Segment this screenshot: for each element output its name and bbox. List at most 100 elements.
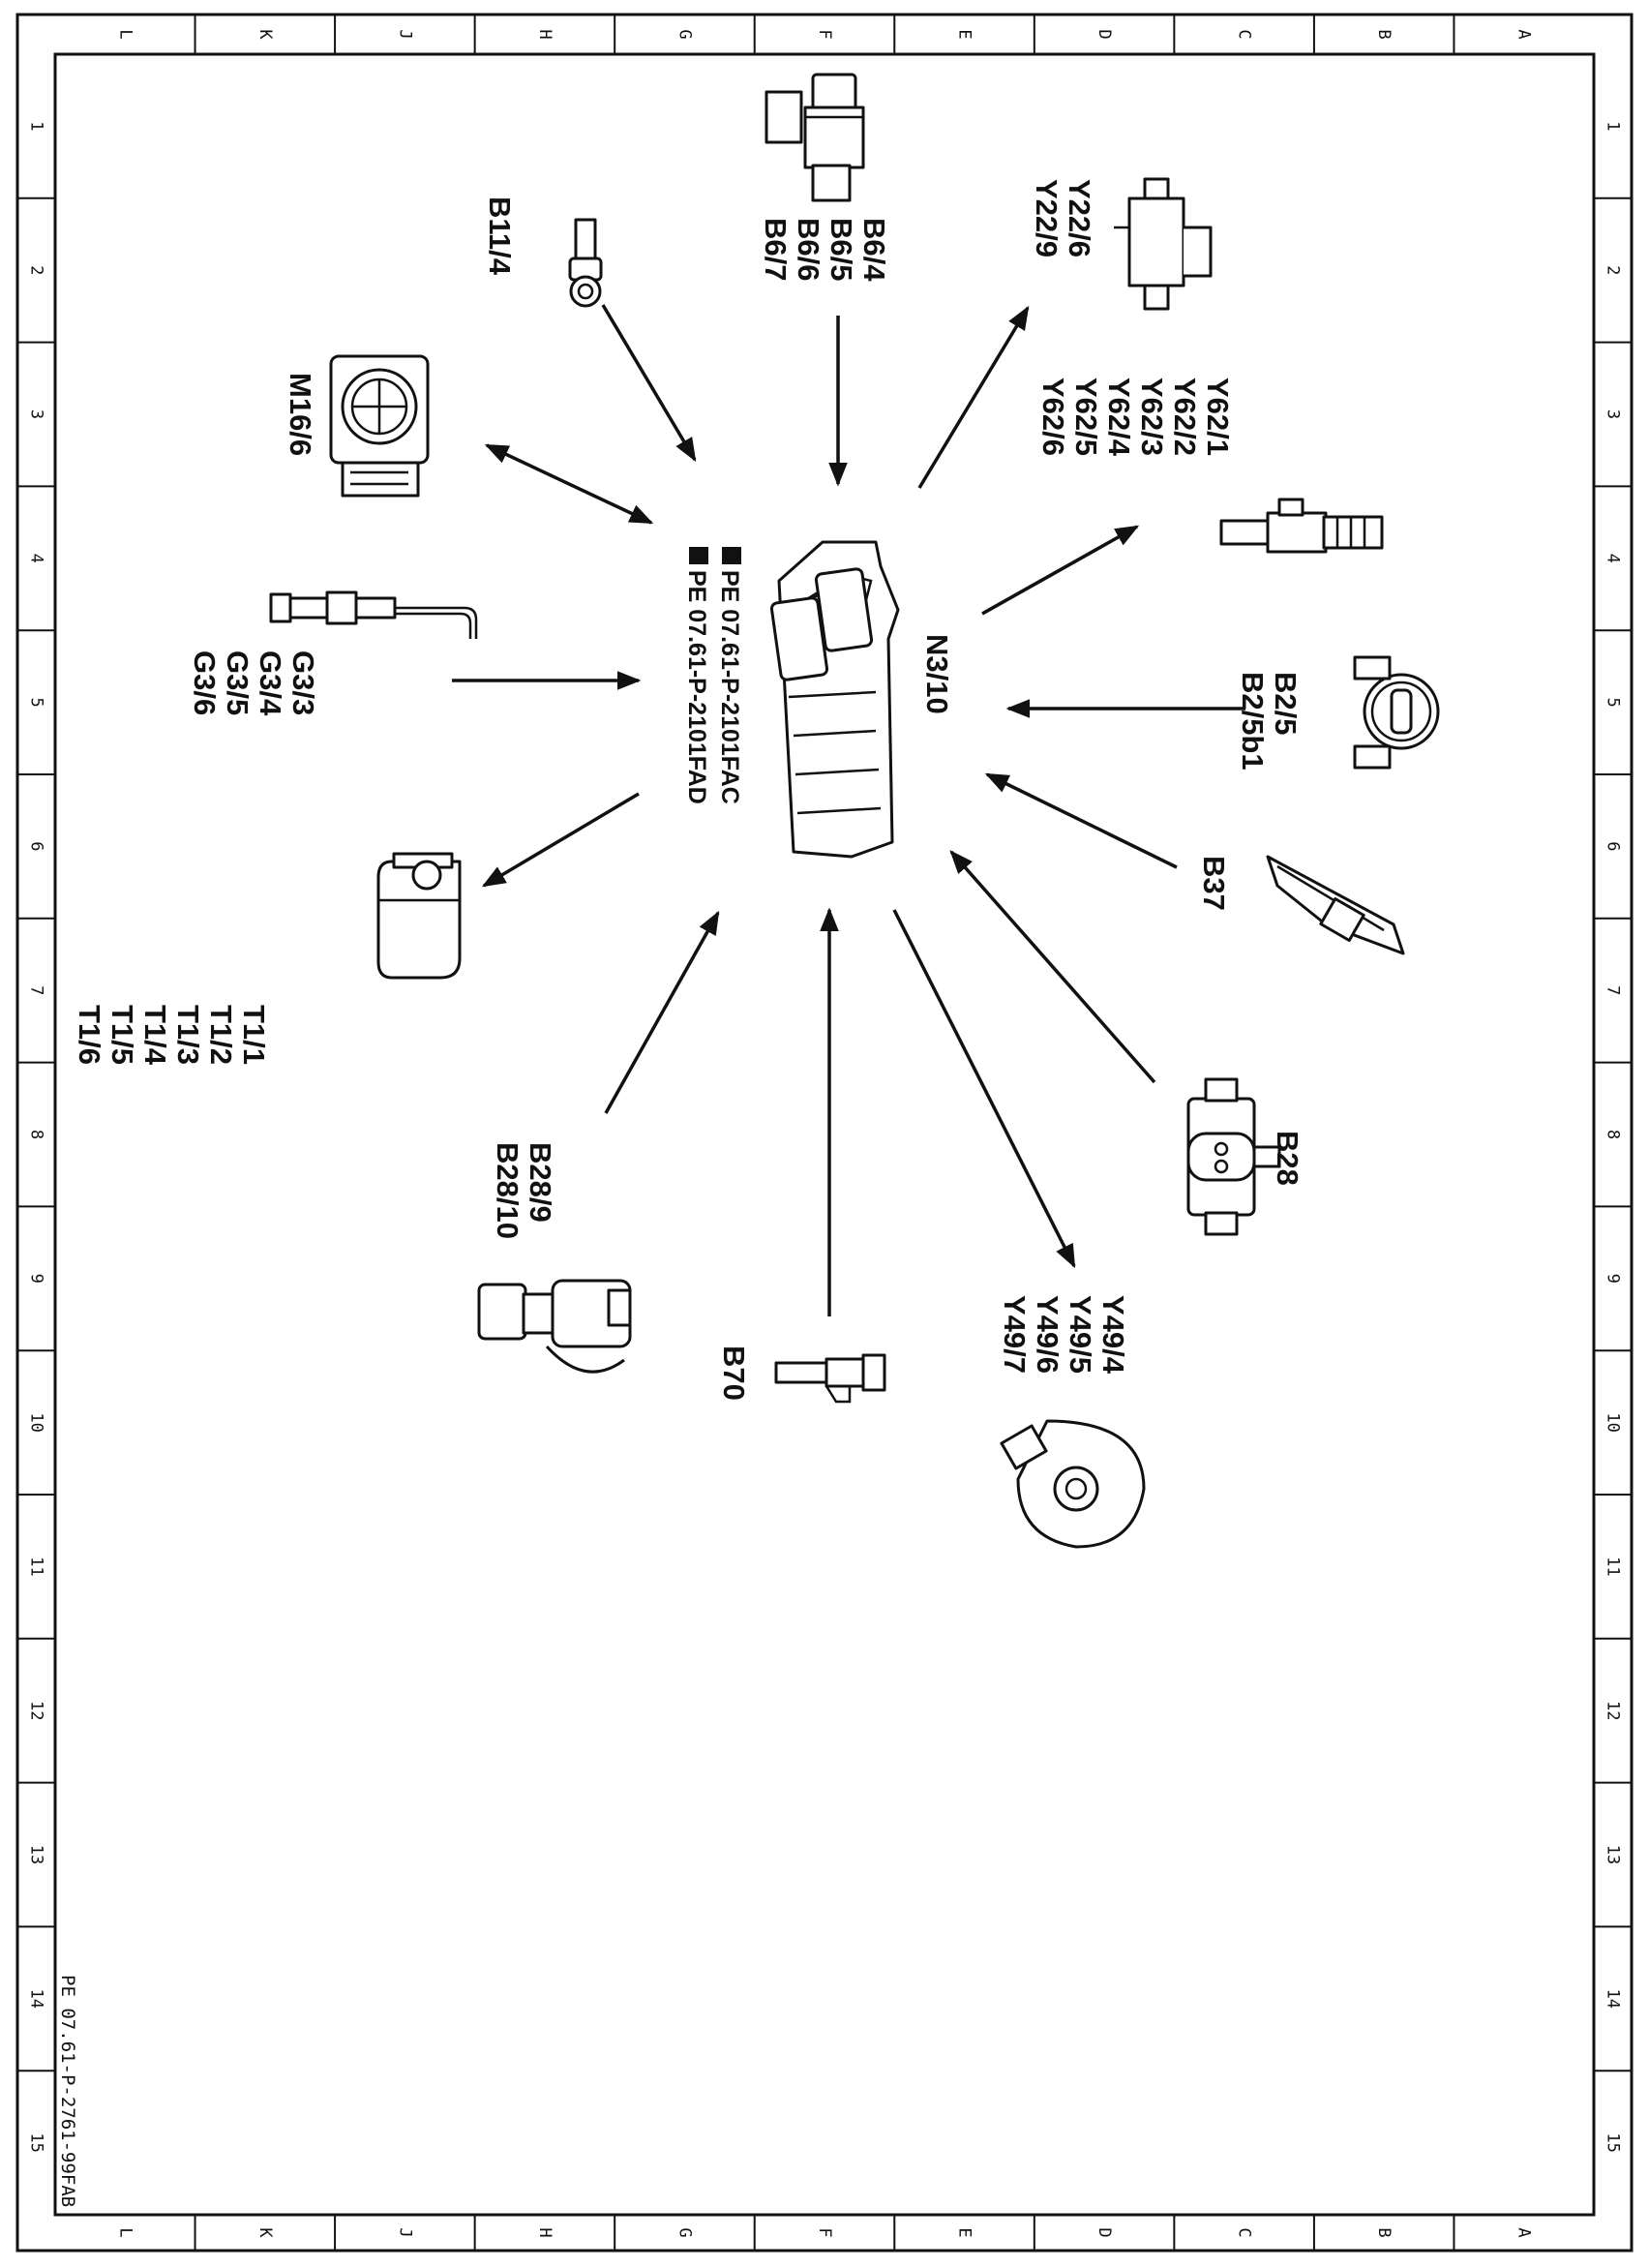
column-zone-label: K xyxy=(255,29,275,40)
b2-airmass-sensor-icon xyxy=(1353,655,1440,770)
column-zone-label: J xyxy=(395,29,414,39)
reference-book-icon xyxy=(689,547,708,564)
component-label: Y22/6 xyxy=(1063,179,1096,257)
labels-y49: Y49/4 Y49/5 Y49/6 Y49/7 xyxy=(998,1295,1130,1375)
column-zone-label: H xyxy=(535,29,555,39)
column-zone-label: J xyxy=(395,2227,414,2237)
component-label: T1/3 xyxy=(171,1005,205,1065)
component-label: Y22/9 xyxy=(1030,179,1064,257)
row-zone-label: 11 xyxy=(27,1557,46,1576)
component-label: G3/4 xyxy=(254,650,287,716)
b70-crankshaft-sensor-icon xyxy=(774,1353,886,1404)
row-zone-label: 14 xyxy=(1604,1989,1623,2009)
component-label: Y62/3 xyxy=(1135,378,1169,456)
b11-4-sensor-icon xyxy=(568,218,603,308)
row-zone-label: 10 xyxy=(27,1412,46,1432)
row-zone-label: 7 xyxy=(27,985,46,995)
row-zone-label: 14 xyxy=(27,1989,46,2009)
column-zone-label: L xyxy=(115,2227,135,2237)
ecu-reference-1: PE 07.61-P-2101FAC xyxy=(716,570,743,804)
column-zone-label: B xyxy=(1374,29,1394,39)
component-label: Y49/7 xyxy=(998,1295,1032,1374)
column-zone-label: F xyxy=(815,29,834,39)
arrow-b37 xyxy=(984,772,1178,869)
arrow-y22 xyxy=(917,305,1030,489)
drawing-border xyxy=(53,52,1596,2217)
ecu-references: PE 07.61-P-2101FAC PE 07.61-P-2101FAD xyxy=(683,547,743,804)
column-zone-label: E xyxy=(955,2227,974,2237)
column-zone-label: E xyxy=(955,29,974,39)
component-label: B37 xyxy=(1197,856,1231,911)
component-label: G3/5 xyxy=(221,650,255,715)
b6-camshaft-sensor-icon xyxy=(765,73,865,202)
row-zone-label: 1 xyxy=(27,121,46,131)
component-label: B70 xyxy=(717,1346,751,1401)
y62-fuel-injector-icon xyxy=(1219,498,1384,554)
component-label: Y62/6 xyxy=(1036,378,1070,456)
labels-b28: B28 xyxy=(1271,1131,1304,1186)
component-label: T1/2 xyxy=(204,1005,238,1065)
b37-pedal-sensor-icon xyxy=(1266,855,1405,955)
ecu-n3-10-icon xyxy=(769,540,900,859)
zone-grid-ticks xyxy=(17,15,1632,2251)
row-zone-label: 8 xyxy=(1604,1130,1623,1139)
component-label: Y62/5 xyxy=(1069,378,1103,456)
row-zone-label: 5 xyxy=(27,697,46,707)
labels-b28-9: B28/9 B28/10 xyxy=(491,1142,557,1239)
row-zone-label: 9 xyxy=(27,1274,46,1284)
component-label: B6/6 xyxy=(792,218,825,281)
column-zone-label: C xyxy=(1235,2227,1254,2237)
labels-b70: B70 xyxy=(717,1346,751,1401)
row-zone-label: 11 xyxy=(1604,1557,1623,1576)
y49-camshaft-adjuster-icon xyxy=(1000,1419,1146,1549)
labels-b37: B37 xyxy=(1197,856,1231,911)
component-label: T1/5 xyxy=(105,1005,139,1065)
component-label: B6/5 xyxy=(824,218,858,281)
arrow-b28 xyxy=(949,850,1156,1084)
row-zone-label: 5 xyxy=(1604,697,1623,707)
row-zone-label: 8 xyxy=(27,1130,46,1139)
ecu-reference-2: PE 07.61-P-2101FAD xyxy=(683,570,710,804)
ecu-label: N3/10 xyxy=(920,634,954,714)
labels-y22: Y22/6 Y22/9 xyxy=(1030,179,1096,257)
arrow-y49 xyxy=(892,909,1076,1269)
m16-6-throttle-icon xyxy=(329,354,430,498)
g3-oxygen-sensor-icon xyxy=(269,590,478,639)
column-zone-label: G xyxy=(675,29,694,39)
t1-ignition-coil-icon xyxy=(376,852,462,980)
column-zone-label: G xyxy=(675,2227,694,2237)
component-label: Y62/2 xyxy=(1168,378,1202,456)
row-zone-label: 2 xyxy=(1604,265,1623,275)
labels-b11-4: B11/4 xyxy=(483,197,517,276)
labels-t1: T1/1 T1/2 T1/3 T1/4 T1/5 T1/6 xyxy=(73,1005,271,1066)
column-zone-label: A xyxy=(1514,2227,1534,2237)
component-label: Y49/4 xyxy=(1096,1295,1130,1375)
component-label: Y49/6 xyxy=(1031,1295,1064,1374)
component-label: B6/7 xyxy=(759,218,793,281)
component-label: B28 xyxy=(1271,1131,1304,1186)
component-label: B11/4 xyxy=(483,197,517,276)
row-zone-label: 2 xyxy=(27,265,46,275)
component-label: B28/9 xyxy=(524,1142,557,1223)
row-zone-label: 6 xyxy=(27,841,46,851)
row-zone-label: 1 xyxy=(1604,121,1623,131)
component-label: T1/6 xyxy=(73,1005,106,1065)
component-label: T1/4 xyxy=(138,1005,172,1066)
arrow-b28-9 xyxy=(604,910,720,1114)
column-zone-label: F xyxy=(815,2227,834,2237)
arrow-y62 xyxy=(981,525,1140,616)
column-zone-label: D xyxy=(1094,29,1114,39)
outer-frame xyxy=(15,13,1634,2253)
document-reference: PE 07.61-P-2761-99FAB xyxy=(57,1975,78,2207)
labels-m16-6: M16/6 xyxy=(284,373,317,456)
labels-b6: B6/4 B6/5 B6/6 B6/7 xyxy=(759,218,891,282)
y22-valve-icon xyxy=(1114,177,1213,311)
component-labels: B11/4 B6/4 B6/5 B6/6 B6/7 Y22/6 Y22/9 M1… xyxy=(73,179,1304,1401)
column-zone-label: A xyxy=(1514,29,1534,39)
component-label: Y62/1 xyxy=(1201,378,1235,456)
reference-book-icon xyxy=(722,547,741,564)
row-zone-label: 13 xyxy=(1604,1845,1623,1864)
component-label: T1/1 xyxy=(237,1005,271,1065)
row-zone-label: 6 xyxy=(1604,841,1623,851)
